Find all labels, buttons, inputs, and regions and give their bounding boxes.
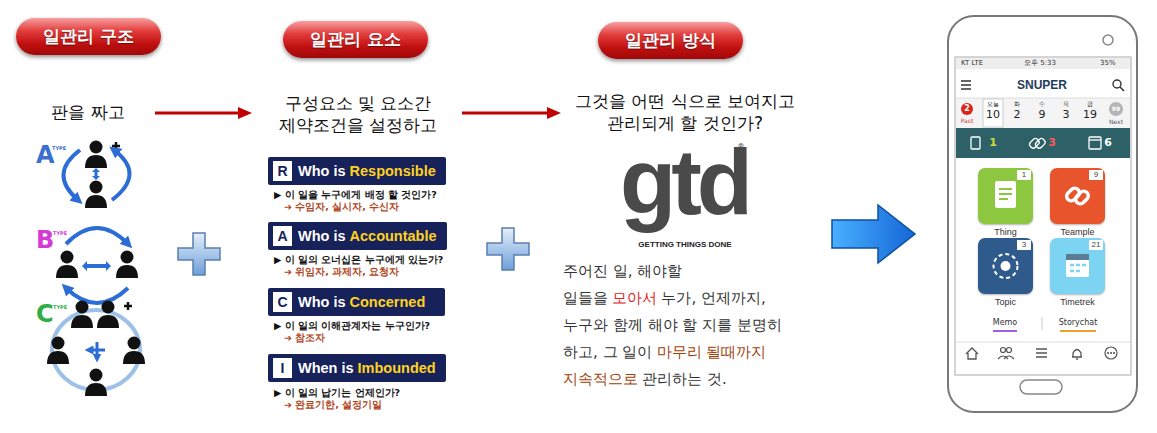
text-label: Storychat bbox=[1059, 318, 1098, 328]
text-label: ▶ 이 일의 이해관계자는 누구인가? bbox=[274, 320, 430, 331]
role-keyword: Responsible bbox=[350, 163, 436, 179]
title-pill: 일관리 요소 bbox=[283, 21, 428, 58]
text-label: TYPE bbox=[53, 230, 67, 236]
text-label: Memo bbox=[993, 318, 1018, 328]
text-label: 화 bbox=[1014, 100, 1020, 107]
text-label: TYPE bbox=[52, 145, 66, 151]
role-keyword: Concerned bbox=[350, 294, 426, 310]
raci-bar: C Who isConcerned bbox=[268, 288, 445, 316]
title-pill: 일관리 구조 bbox=[16, 18, 161, 55]
text-label: 6 bbox=[1104, 136, 1112, 149]
count-badge: 9 bbox=[1089, 170, 1103, 180]
text-label: 2 bbox=[964, 104, 970, 114]
text-label: 9 bbox=[1039, 108, 1046, 121]
count-badge: 1 bbox=[1017, 170, 1031, 180]
paragraph-segment: 관리하는 것. bbox=[642, 370, 727, 388]
tile-label: Teample bbox=[1060, 228, 1094, 238]
text-label: Next bbox=[1109, 118, 1123, 125]
text-label: 판을 짜고 bbox=[51, 102, 124, 122]
text-label: C bbox=[36, 300, 54, 329]
raci-bar: R Who isResponsible bbox=[268, 157, 446, 185]
pill-title: 일관리 방식 bbox=[625, 30, 716, 52]
question-word: When is bbox=[298, 360, 354, 376]
text-label: 19 bbox=[1083, 108, 1097, 121]
role-keyword: Imbounded bbox=[358, 360, 436, 376]
role-letter: R bbox=[273, 161, 292, 181]
text-label: ➔ 수임자, 실시자, 수신자 bbox=[284, 201, 399, 212]
paragraph-text: 주어진 일, 해야할 일들을모아서누가, 언제까지, 누구와 함께 해야 할 지… bbox=[563, 258, 809, 393]
role-letter: A bbox=[273, 226, 292, 246]
text-label: 금 bbox=[1087, 100, 1093, 107]
text-label: 목 bbox=[1063, 100, 1069, 107]
text-label: ▶ 이 일의 납기는 언제인가? bbox=[274, 387, 400, 398]
pill-title: 일관리 구조 bbox=[43, 26, 134, 48]
text-label: 99 bbox=[1112, 105, 1120, 112]
text-label: B bbox=[36, 226, 54, 255]
text-label: 수 bbox=[1039, 100, 1045, 107]
role-letter: I bbox=[273, 358, 292, 378]
text-label: 구성요소 및 요소간 제약조건을 설정하고 bbox=[267, 92, 449, 136]
question-word: Who is bbox=[298, 228, 346, 244]
raci-bar: I When isImbounded bbox=[268, 354, 446, 382]
text-label: TYPE bbox=[53, 304, 67, 310]
app-tile: 9Teample bbox=[1050, 168, 1105, 224]
raci-bar: A Who isAccountable bbox=[268, 222, 447, 250]
role-keyword: Accountable bbox=[350, 228, 437, 244]
text-label: ➔ 완료기한, 설정기일 bbox=[284, 399, 382, 410]
count-badge: 3 bbox=[1017, 240, 1031, 250]
text-label: 35% bbox=[1100, 59, 1116, 67]
text-label: 3 bbox=[1048, 136, 1056, 149]
text-label: 오후 5:33 bbox=[1024, 59, 1056, 67]
tile-label: Topic bbox=[995, 298, 1016, 308]
text-label: A bbox=[36, 141, 55, 170]
text-label: ▶ 이 일을 누구에게 배정 할 것인가? bbox=[274, 189, 437, 200]
text-label: 10 bbox=[986, 108, 1000, 121]
text-label: ➔ 참조자 bbox=[284, 332, 325, 343]
text-label: Past bbox=[961, 117, 974, 124]
text-label: GETTING THINGS DONE bbox=[638, 240, 731, 250]
text-label: KT LTE bbox=[961, 59, 983, 67]
text-label: 3 bbox=[1063, 108, 1070, 121]
tile-label: Thing bbox=[994, 228, 1017, 238]
text-label: 그것을 어떤 식으로 보여지고 관리되게 할 것인가? bbox=[559, 90, 811, 134]
tile-label: Timetrek bbox=[1060, 298, 1095, 308]
text-label: ➔ 위임자, 과제자, 요청자 bbox=[284, 266, 399, 277]
title-pill: 일관리 방식 bbox=[598, 22, 743, 59]
pill-title: 일관리 요소 bbox=[310, 29, 401, 51]
app-tile: 21Timetrek bbox=[1050, 238, 1105, 294]
role-letter: C bbox=[273, 292, 292, 312]
text-label: ® bbox=[737, 143, 745, 153]
text-label: gtd bbox=[620, 136, 748, 228]
app-tile: 1Thing bbox=[978, 168, 1033, 224]
text-label: 2 bbox=[1014, 108, 1021, 121]
app-tile: 3Topic bbox=[978, 238, 1033, 294]
text-label: ▶ 이 일의 오너십은 누구에게 있는가? bbox=[274, 254, 443, 265]
text-label: SNUPER bbox=[1017, 78, 1067, 92]
question-word: Who is bbox=[298, 294, 346, 310]
text-label: 오늘 bbox=[987, 100, 999, 107]
question-word: Who is bbox=[298, 163, 346, 179]
paragraph-segment: 모아서 bbox=[612, 289, 657, 307]
count-badge: 21 bbox=[1089, 240, 1103, 250]
text-label: 1 bbox=[989, 136, 997, 149]
